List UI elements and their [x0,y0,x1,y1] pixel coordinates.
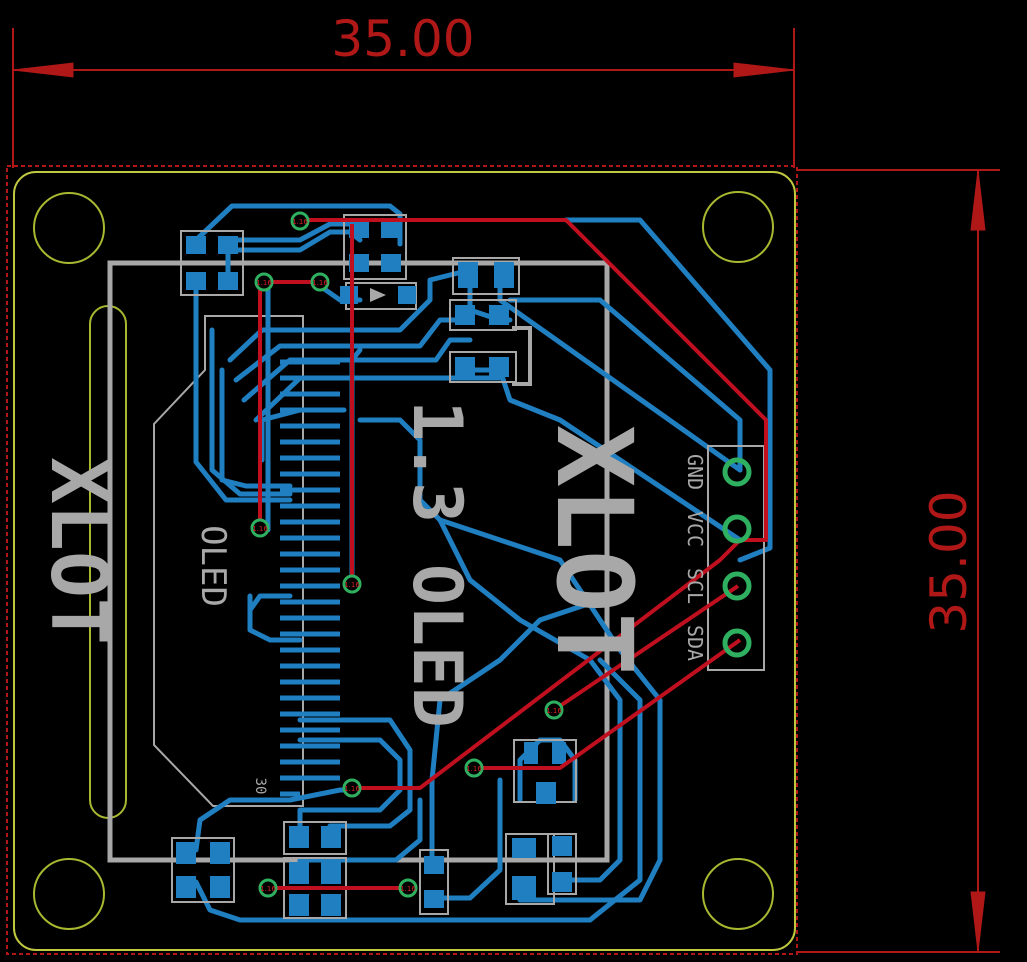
mounting-hole-bottom-right [702,858,774,930]
mounting-hole-top-right [702,191,774,263]
width-dimension [12,28,795,168]
mounting-hole-top-left [33,192,105,264]
via: 1.16 [254,272,274,292]
via: 1.16 [310,272,330,292]
brand-label-right: XLOT [533,425,655,675]
board-outline [13,171,796,951]
pin-label-vcc: VCC [683,511,707,547]
pin-label-sda: SDA [683,625,707,661]
via: 1.16 [342,574,362,594]
svg-text:1.16: 1.16 [344,581,360,589]
svg-text:1.16: 1.16 [260,885,276,893]
board-dashed-outline [6,165,798,955]
via: 1.16 [290,211,310,231]
bottom-copper-traces [193,203,773,923]
svg-text:1.16: 1.16 [400,885,416,893]
via: 1.16 [464,758,484,778]
display-label: OLED [193,525,233,607]
svg-text:1.16: 1.16 [546,707,562,715]
via: 1.16 [258,878,278,898]
via: 1.16 [250,518,270,538]
svg-text:1.16: 1.16 [292,218,308,226]
svg-text:1.16: 1.16 [466,765,482,773]
height-dimension [796,169,1000,953]
component-footprints [171,214,765,919]
pin-label-scl: SCL [683,568,707,604]
via: 1.16 [342,778,362,798]
vias: 1.16 1.16 1.16 1.16 1.16 1.16 1.16 1.16 … [250,211,564,898]
svg-text:1.16: 1.16 [312,279,328,287]
svg-text:1.16: 1.16 [344,785,360,793]
svg-text:1.16: 1.16 [256,279,272,287]
pin-label-gnd: GND [683,454,707,490]
via: 1.16 [398,878,418,898]
width-dimension-label: 35.00 [331,10,474,68]
svg-text:1.16: 1.16 [252,525,268,533]
header-pads [722,457,752,658]
product-label: 1.3 OLED [397,400,476,728]
brand-label-left: XLOT [33,457,123,645]
via: 1.16 [544,700,564,720]
mounting-hole-bottom-left [33,858,105,930]
height-dimension-label: 35.00 [920,490,978,633]
fpc-pin-fingers [280,327,340,797]
pin-count-label: 30 [252,778,268,795]
